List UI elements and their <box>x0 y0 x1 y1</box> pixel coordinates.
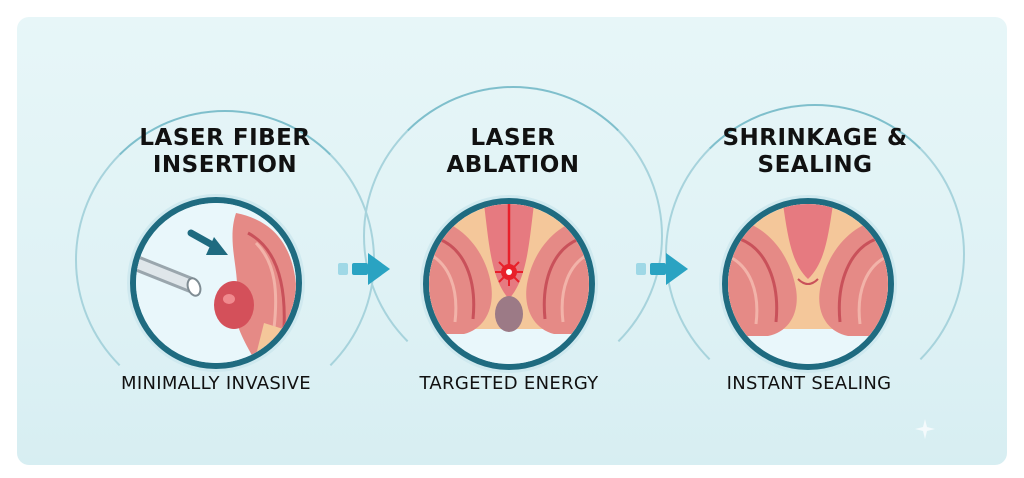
step-1-caption: MINIMALLY INVASIVE <box>121 373 311 394</box>
step-3-caption: INSTANT SEALING <box>726 373 892 394</box>
step-2-arc <box>363 86 663 386</box>
step-2-title: LASER ABLATION <box>446 125 580 178</box>
laser-ablation-illustration <box>423 198 595 370</box>
step-2-caption: TARGETED ENERGY <box>419 373 599 394</box>
fiber-insertion-illustration <box>130 197 302 369</box>
step-1-title: LASER FIBER INSERTION <box>139 125 311 178</box>
process-panel: LASER FIBER INSERTION LASER ABLATION SHR… <box>17 17 1007 465</box>
shrinkage-sealing-illustration <box>722 198 894 370</box>
arrow-right-icon <box>636 253 688 285</box>
arrow-right-icon <box>338 253 390 285</box>
step-3-title: SHRINKAGE & SEALING <box>722 125 908 178</box>
sparkle-icon <box>915 419 935 439</box>
